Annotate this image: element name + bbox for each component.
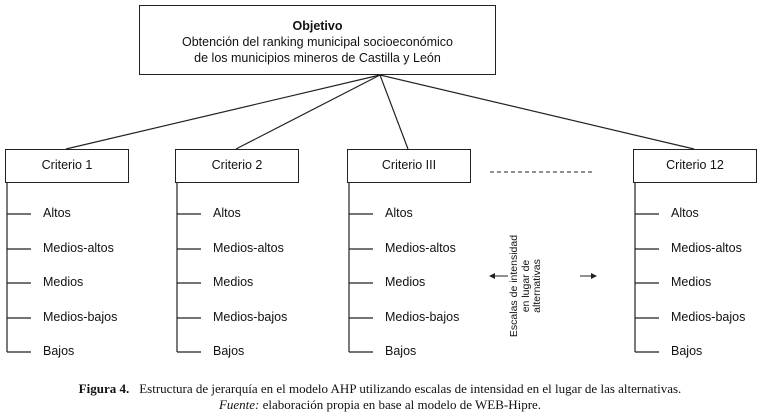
objective-line-2: de los municipios mineros de Castilla y … — [194, 51, 441, 65]
figure-caption-text: Estructura de jerarquía en el modelo AHP… — [139, 381, 682, 396]
source-text: elaboración propia en base al modelo de … — [259, 397, 542, 412]
connector-criterio-3 — [379, 74, 409, 150]
level-label: Medios — [385, 275, 426, 289]
level-label: Medios-bajos — [385, 310, 460, 324]
figure-label: Figura 4. — [78, 381, 130, 396]
level-label: Altos — [43, 206, 71, 220]
objective-box: Objetivo Obtención del ranking municipal… — [139, 5, 496, 75]
left-arrow-head — [489, 273, 495, 279]
source-label: Fuente: — [218, 397, 260, 412]
level-label: Medios — [43, 275, 84, 289]
level-label: Medios — [671, 275, 712, 289]
side-note-line-1: Escalas de intensidad — [507, 234, 520, 338]
level-label: Medios-altos — [671, 241, 742, 255]
level-label: Bajos — [671, 344, 703, 358]
level-label: Medios-bajos — [43, 310, 118, 324]
right-arrow-head — [591, 273, 597, 279]
criterion-box-3: Criterio III — [347, 149, 471, 183]
level-label: Altos — [385, 206, 413, 220]
level-label: Medios-bajos — [213, 310, 288, 324]
level-label: Medios-bajos — [671, 310, 746, 324]
connector-criterio-1 — [65, 74, 381, 150]
figure-caption: Figura 4. Estructura de jerarquía en el m… — [0, 381, 760, 397]
level-label: Bajos — [213, 344, 245, 358]
connector-criterio-2 — [235, 74, 381, 150]
figure-source: Fuente: elaboración propia en base al mo… — [0, 397, 760, 413]
level-label: Bajos — [43, 344, 75, 358]
level-label: Altos — [213, 206, 241, 220]
level-label: Medios-altos — [43, 241, 114, 255]
criterion-box-12: Criterio 12 — [633, 149, 757, 183]
connector-criterio-12 — [379, 74, 695, 150]
level-label: Medios-altos — [213, 241, 284, 255]
level-label: Bajos — [385, 344, 417, 358]
objective-line-1: Obtención del ranking municipal socioeco… — [182, 35, 453, 49]
level-label: Medios — [213, 275, 254, 289]
criterion-box-2: Criterio 2 — [175, 149, 299, 183]
criterion-box-1: Criterio 1 — [5, 149, 129, 183]
level-label: Medios-altos — [385, 241, 456, 255]
level-label: Altos — [671, 206, 699, 220]
side-note-line-3: alternativas — [530, 259, 543, 313]
objective-title: Objetivo — [292, 19, 343, 33]
